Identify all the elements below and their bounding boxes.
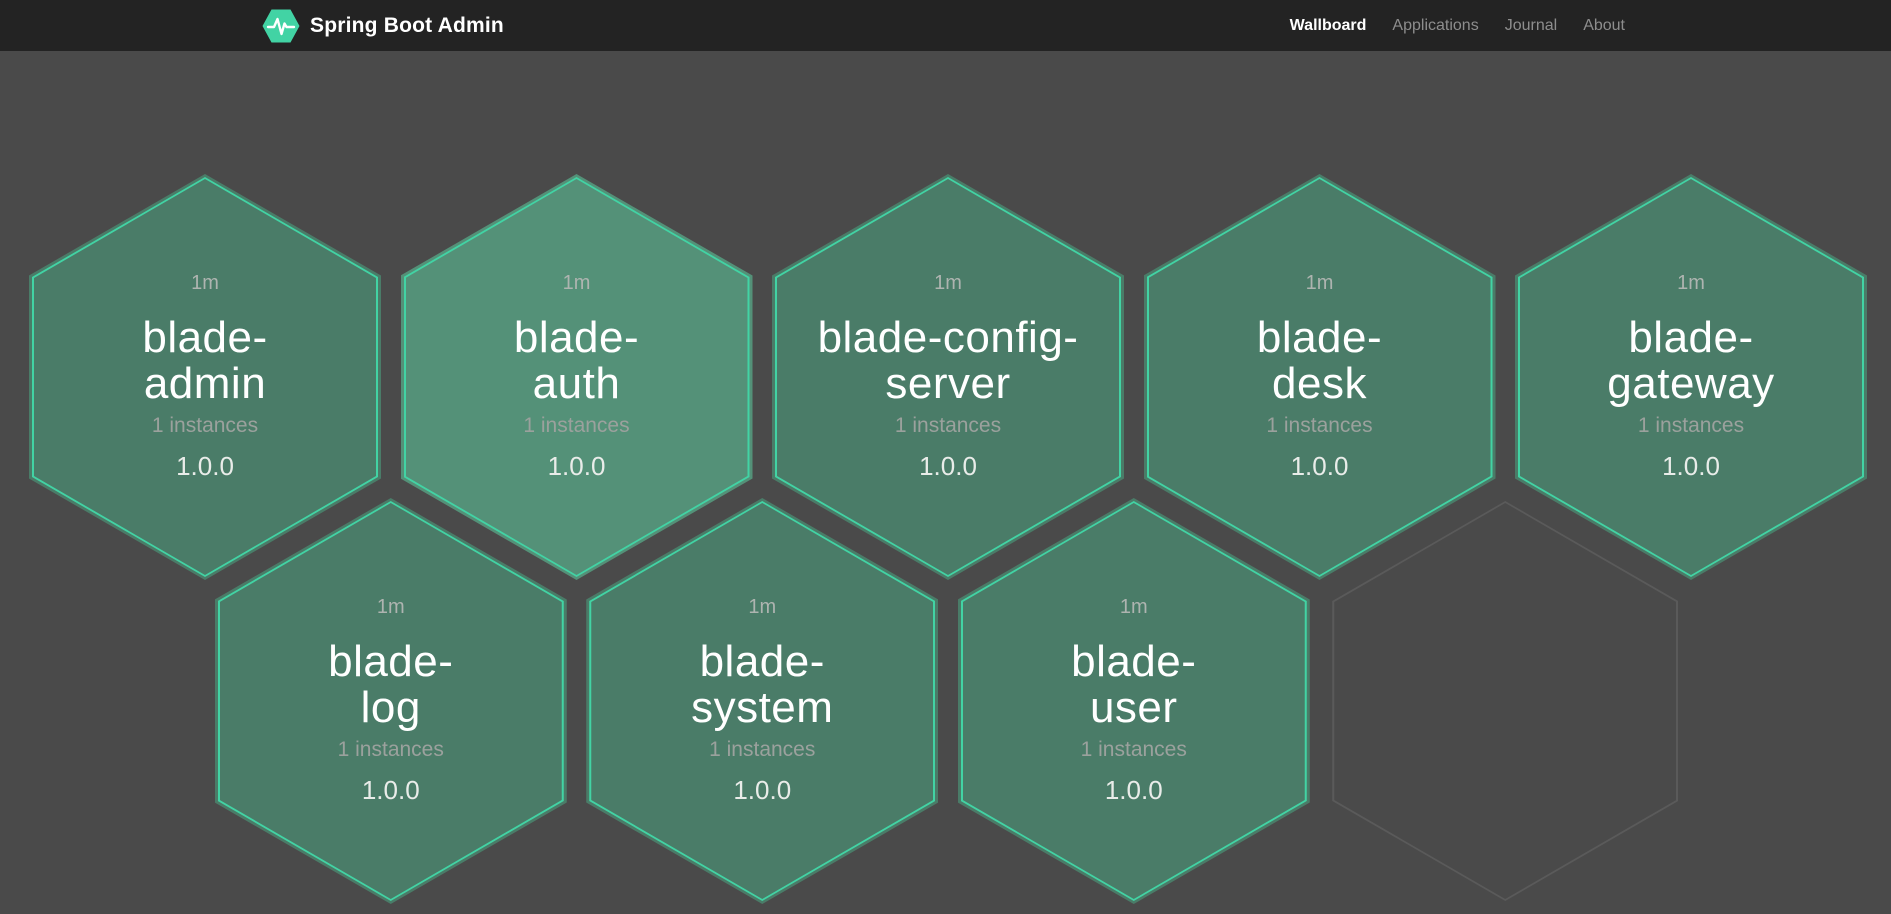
app-version: 1.0.0 <box>361 775 420 805</box>
app-name: blade- desk <box>1256 313 1383 408</box>
hexagon-fill <box>1148 179 1491 575</box>
app-name: blade- admin <box>142 313 268 408</box>
hexagon-content: 1m blade- user 1 instances 1.0.0 <box>958 498 1310 904</box>
app-hexagon[interactable]: 1m blade- user 1 instances 1.0.0 <box>957 498 1310 904</box>
app-uptime: 1m <box>376 596 405 618</box>
app-uptime: 1m <box>1119 596 1148 618</box>
app-hexagon[interactable]: 1m blade- gateway 1 instances 1.0.0 <box>1515 174 1867 580</box>
app-instances: 1 instances <box>1266 414 1373 437</box>
app-uptime: 1m <box>1677 272 1705 294</box>
app-version: 1.0.0 <box>1290 451 1349 481</box>
app-uptime: 1m <box>562 272 591 294</box>
app-version: 1.0.0 <box>733 775 792 805</box>
app-version: 1.0.0 <box>1104 775 1163 805</box>
app-hexagon[interactable]: 1m blade- admin 1 instances 1.0.0 <box>29 174 381 580</box>
app-hexagon[interactable]: 1m blade- system 1 instances 1.0.0 <box>586 498 939 904</box>
wallboard: 1m blade- admin 1 instances 1.0.0 1m bla… <box>0 51 1891 914</box>
app-instances: 1 instances <box>1080 738 1187 761</box>
nav-link-applications[interactable]: Applications <box>1392 16 1479 34</box>
app-version: 1.0.0 <box>547 451 606 481</box>
app-hexagon[interactable]: 1m blade- log 1 instances 1.0.0 <box>214 498 567 904</box>
app-uptime: 1m <box>748 596 777 618</box>
top-navbar: Spring Boot Admin Wallboard Applications J… <box>0 0 1891 51</box>
hexagon-fill <box>1334 503 1677 899</box>
brand-title: Spring Boot Admin <box>310 13 504 37</box>
hexagon-fill <box>777 179 1119 575</box>
hexagon-content: 1m blade- system 1 instances 1.0.0 <box>586 498 938 904</box>
app-version: 1.0.0 <box>919 451 977 481</box>
nav-link-wallboard[interactable]: Wallboard <box>1289 16 1367 34</box>
nav-link-about[interactable]: About <box>1583 16 1625 34</box>
app-instances: 1 instances <box>151 414 259 437</box>
hexagon-fill <box>34 179 376 575</box>
nav-link-journal[interactable]: Journal <box>1504 16 1558 34</box>
app-instances: 1 instances <box>709 738 816 761</box>
app-uptime: 1m <box>934 272 962 294</box>
app-instances: 1 instances <box>1637 414 1745 437</box>
app-instances: 1 instances <box>894 414 1002 437</box>
app-name: blade- auth <box>513 313 640 408</box>
pulse-hexagon-icon <box>262 9 300 43</box>
hexagon-fill <box>962 503 1305 899</box>
app-uptime: 1m <box>191 272 219 294</box>
app-version: 1.0.0 <box>176 451 234 481</box>
hexagon-content: 1m blade- admin 1 instances 1.0.0 <box>29 174 381 580</box>
hexagon-fill <box>1520 179 1862 575</box>
app-name: blade- system <box>691 637 834 732</box>
hexagon-fill <box>219 503 562 899</box>
hexagon-fill <box>405 179 748 575</box>
hexagon-content: 1m blade- gateway 1 instances 1.0.0 <box>1515 174 1867 580</box>
nav-links: Wallboard Applications Journal About <box>1290 0 1625 51</box>
empty-hexagon-slot <box>1329 498 1681 904</box>
app-name: blade-config- server <box>817 313 1079 408</box>
app-instances: 1 instances <box>337 738 444 761</box>
app-name: blade- log <box>328 637 454 732</box>
app-uptime: 1m <box>1305 272 1334 294</box>
hexagon-fill <box>591 503 934 899</box>
app-hexagon[interactable]: 1m blade- desk 1 instances 1.0.0 <box>1143 174 1496 580</box>
hexagon-content: 1m blade-config- server 1 instances 1.0.… <box>772 174 1124 580</box>
hexagon-content: 1m blade- auth 1 instances 1.0.0 <box>401 174 753 580</box>
brand[interactable]: Spring Boot Admin <box>262 0 504 51</box>
app-hexagon[interactable]: 1m blade-config- server 1 instances 1.0.… <box>772 174 1124 580</box>
app-instances: 1 instances <box>523 414 630 437</box>
app-name: blade- gateway <box>1607 313 1775 408</box>
app-version: 1.0.0 <box>1662 451 1720 481</box>
hexagon-content: 1m blade- log 1 instances 1.0.0 <box>215 498 567 904</box>
app-name: blade- user <box>1071 637 1197 732</box>
app-hexagon[interactable]: 1m blade- auth 1 instances 1.0.0 <box>400 174 753 580</box>
hexagon-content: 1m blade- desk 1 instances 1.0.0 <box>1144 174 1496 580</box>
